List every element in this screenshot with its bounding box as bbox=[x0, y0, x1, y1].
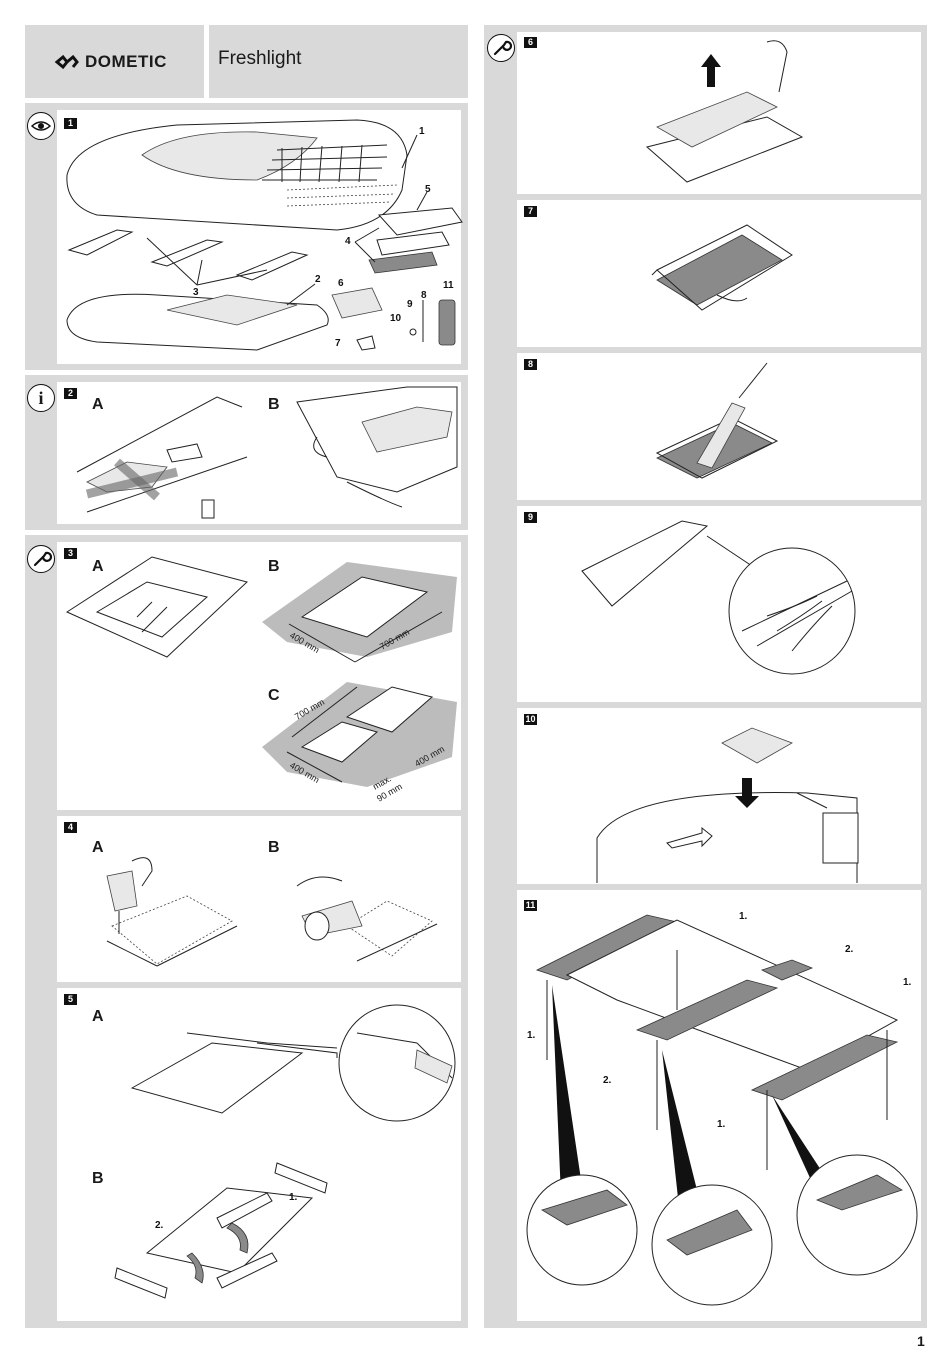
step-number: 7 bbox=[524, 206, 537, 217]
dometic-logo-icon bbox=[54, 54, 79, 70]
sub-label-b: B bbox=[92, 1170, 104, 1187]
part-label: 8 bbox=[421, 290, 427, 301]
callout-label: 1. bbox=[527, 1030, 536, 1041]
callout-label: 2. bbox=[155, 1220, 164, 1231]
callout-label: 1. bbox=[903, 977, 912, 988]
header-title-box bbox=[209, 25, 468, 98]
part-label: 11 bbox=[443, 280, 454, 291]
step-number: 10 bbox=[524, 714, 537, 725]
wrench-icon bbox=[487, 34, 515, 62]
step8-illustration bbox=[655, 362, 779, 479]
part-label: 4 bbox=[345, 236, 351, 247]
part-label: 3 bbox=[193, 287, 199, 298]
step-number: 1 bbox=[64, 118, 77, 129]
step6-illustration bbox=[645, 40, 804, 183]
page-number: 1 bbox=[917, 1333, 925, 1349]
callout-label: 1. bbox=[289, 1192, 298, 1203]
step-number: 8 bbox=[524, 359, 537, 370]
step-number: 4 bbox=[64, 822, 77, 833]
callout-label: 2. bbox=[603, 1075, 612, 1086]
sub-label-c: C bbox=[268, 687, 280, 704]
dometic-logo: DOMETIC bbox=[54, 50, 167, 74]
step10-illustration bbox=[596, 727, 859, 883]
sub-label-b: B bbox=[268, 396, 280, 413]
step2-illustration bbox=[76, 386, 458, 519]
part-label: 2 bbox=[315, 274, 321, 285]
step5-sealing: 1. 2. bbox=[114, 1004, 456, 1299]
wrench-icon bbox=[27, 545, 55, 573]
part-label: 5 bbox=[425, 184, 431, 195]
step3-templates: 400 mm 700 mm 700 mm 400 mm 400 mm max. … bbox=[65, 556, 457, 804]
brand-name: DOMETIC bbox=[85, 52, 167, 71]
step1-exploded-view: 1 2 3 4 5 6 7 8 9 10 11 bbox=[66, 119, 463, 351]
part-label: 6 bbox=[338, 278, 344, 289]
header-brand-box bbox=[25, 25, 204, 98]
sub-label-b: B bbox=[268, 558, 280, 575]
callout-label: 1. bbox=[739, 911, 748, 922]
sub-label-a: A bbox=[92, 396, 104, 413]
part-label: 9 bbox=[407, 299, 413, 310]
sub-label-a: A bbox=[92, 1008, 104, 1025]
step-number: 9 bbox=[524, 512, 537, 523]
step7-illustration bbox=[651, 224, 793, 311]
callout-label: 2. bbox=[845, 944, 854, 955]
part-label: 1 bbox=[419, 126, 425, 137]
part-label: 7 bbox=[335, 338, 341, 349]
info-icon: i bbox=[27, 384, 55, 412]
step-number: 3 bbox=[64, 548, 77, 559]
step9-illustration bbox=[581, 520, 856, 675]
part-label: 10 bbox=[390, 313, 402, 324]
sub-label-a: A bbox=[92, 558, 104, 575]
step4-drilling bbox=[106, 857, 438, 967]
step-number: 5 bbox=[64, 994, 77, 1005]
sub-label-a: A bbox=[92, 839, 104, 856]
product-title: Freshlight bbox=[218, 48, 302, 69]
step-number: 11 bbox=[524, 900, 537, 911]
step-number: 6 bbox=[524, 37, 537, 48]
callout-label: 1. bbox=[717, 1119, 726, 1130]
step-number: 2 bbox=[64, 388, 77, 399]
step11-illustration: 1. 2. 1. 1. 2. 1. bbox=[526, 911, 918, 1306]
sub-label-b: B bbox=[268, 839, 280, 856]
eye-icon bbox=[27, 112, 55, 140]
